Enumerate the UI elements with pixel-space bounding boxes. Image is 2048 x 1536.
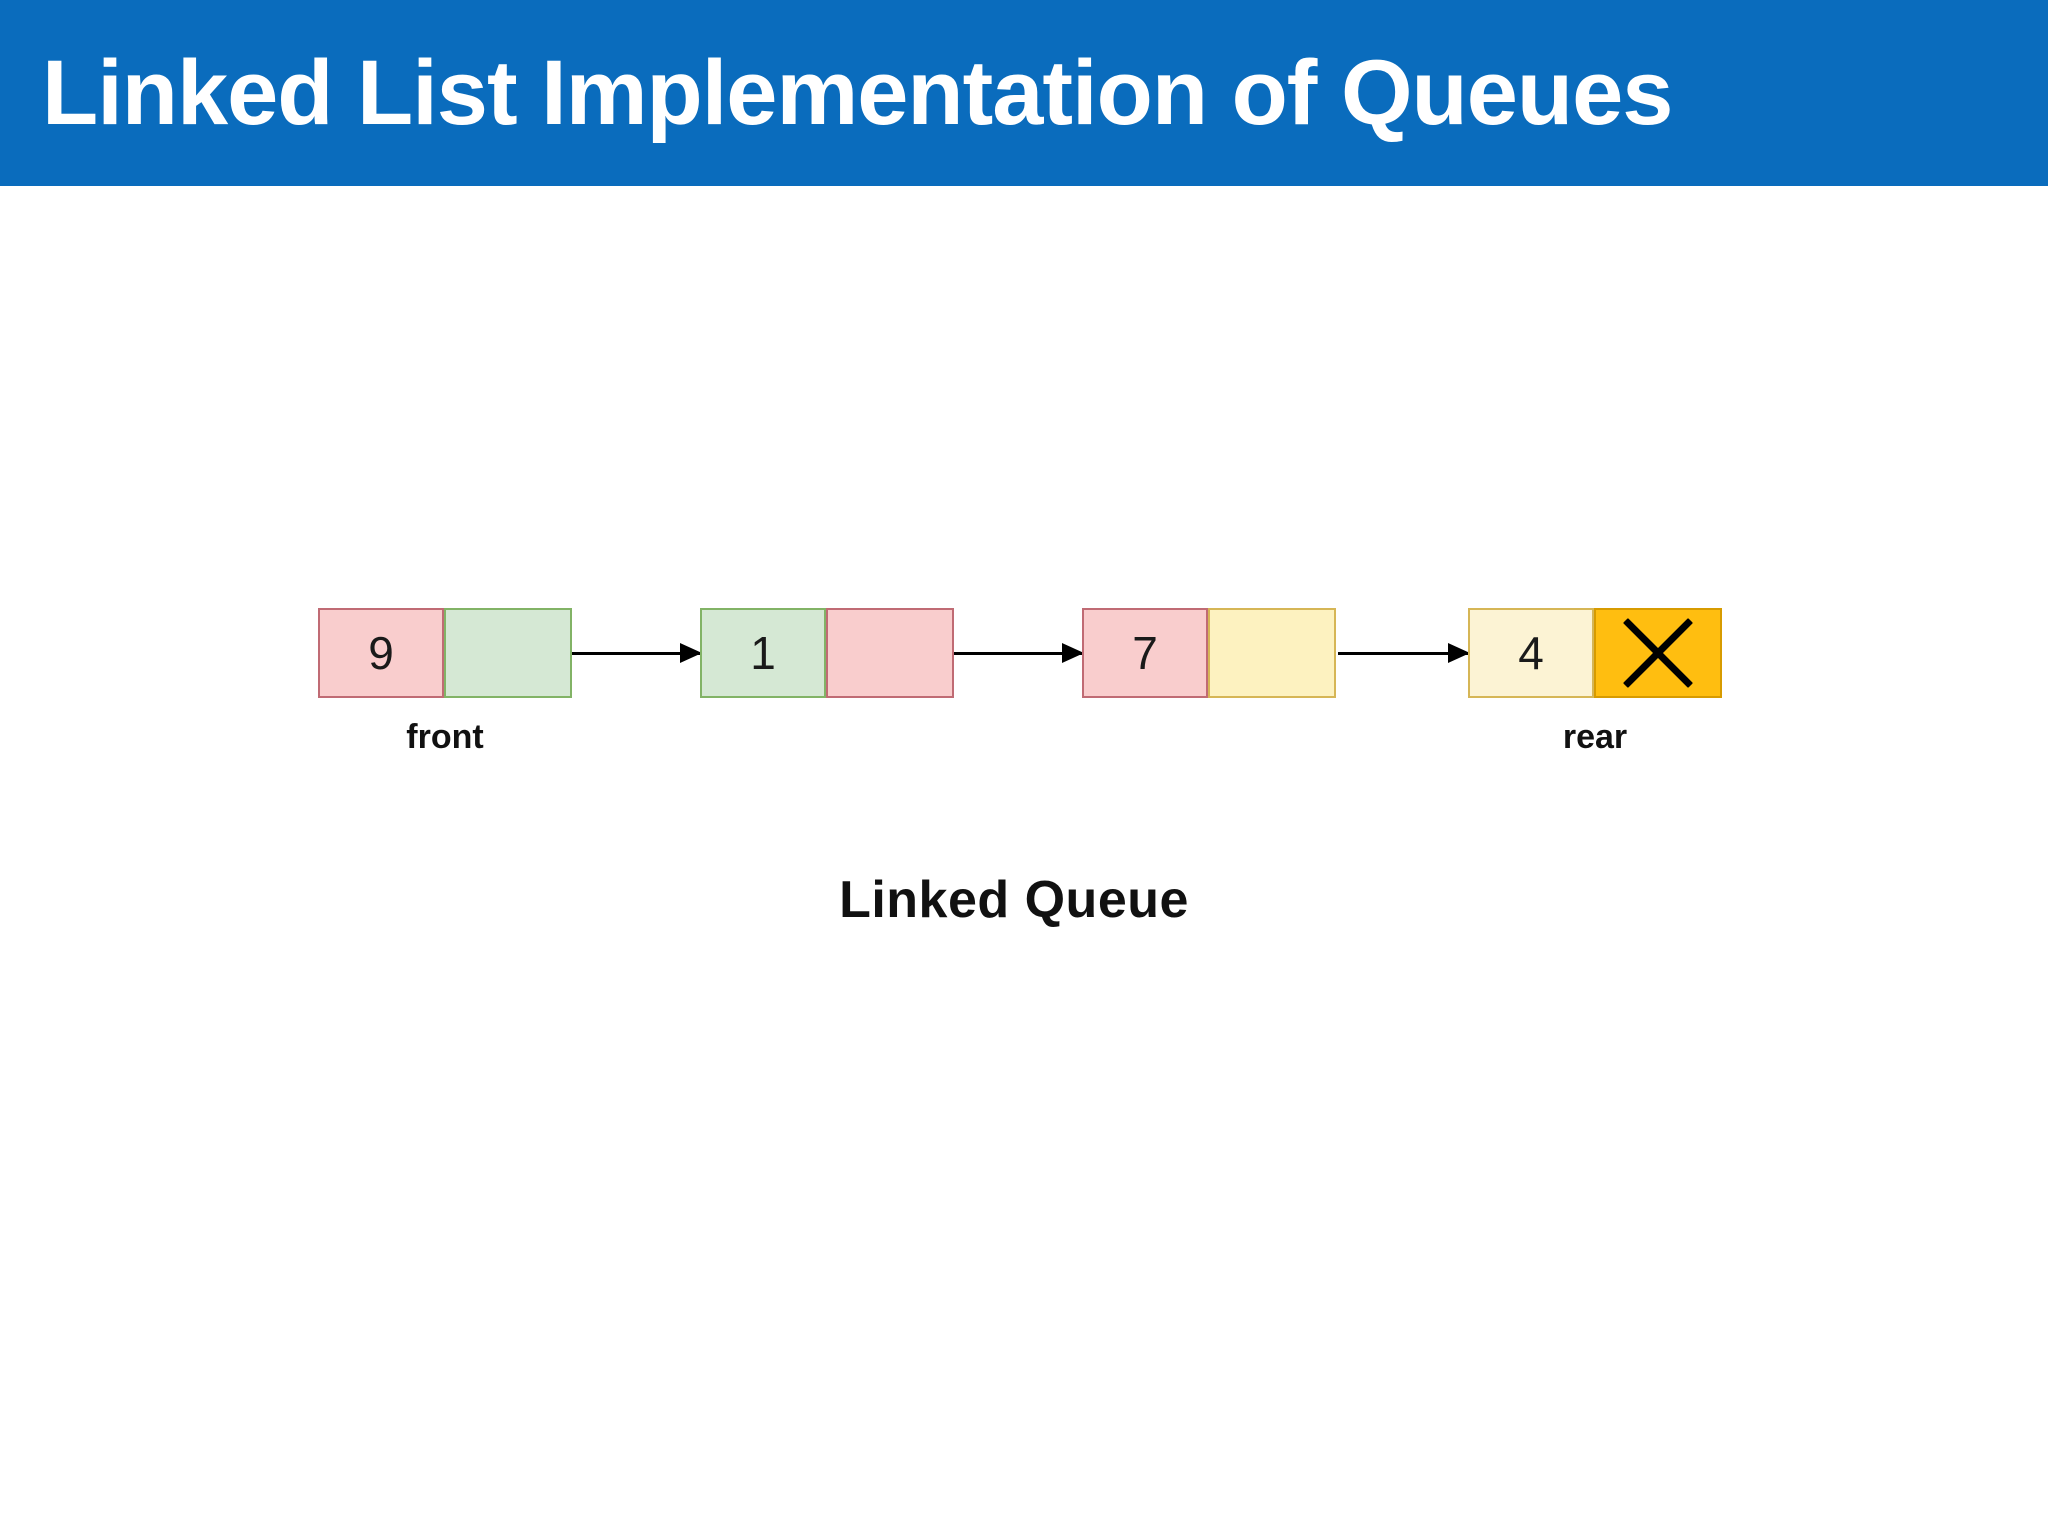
node-2-pointer-cell: [826, 608, 954, 698]
diagram-caption: Linked Queue: [0, 870, 2048, 930]
node-1-data-cell: 9: [318, 608, 444, 698]
arrow-shaft: [954, 652, 1082, 655]
arrow-head-icon: [1062, 643, 1084, 663]
node-1-pointer-cell: [444, 608, 572, 698]
node-3-pointer-cell: [1208, 608, 1336, 698]
page-title: Linked List Implementation of Queues: [42, 41, 1673, 144]
arrow-shaft: [572, 652, 700, 655]
next-pointer-arrow-3: [1338, 643, 1470, 663]
null-pointer-x-icon: [1622, 617, 1694, 689]
front-label: front: [406, 718, 484, 756]
rear-label: rear: [1562, 718, 1628, 756]
list-node-2[interactable]: 1: [700, 608, 954, 698]
arrow-head-icon: [1448, 643, 1470, 663]
list-node-1[interactable]: 9: [318, 608, 572, 698]
slide-title-banner: Linked List Implementation of Queues: [0, 0, 2048, 186]
arrow-shaft: [1338, 652, 1468, 655]
node-2-data-cell: 1: [700, 608, 826, 698]
list-node-4[interactable]: 4: [1468, 608, 1722, 698]
next-pointer-arrow-2: [954, 643, 1084, 663]
node-3-data-cell: 7: [1082, 608, 1208, 698]
next-pointer-arrow-1: [572, 643, 702, 663]
arrow-head-icon: [680, 643, 702, 663]
node-4-data-cell: 4: [1468, 608, 1594, 698]
list-node-3[interactable]: 7: [1082, 608, 1336, 698]
diagram-caption-text: Linked Queue: [839, 871, 1189, 929]
node-4-null-pointer-cell: [1594, 608, 1722, 698]
linked-queue-diagram: 9 1 7 4 front rear Linked Q: [0, 186, 2048, 1536]
